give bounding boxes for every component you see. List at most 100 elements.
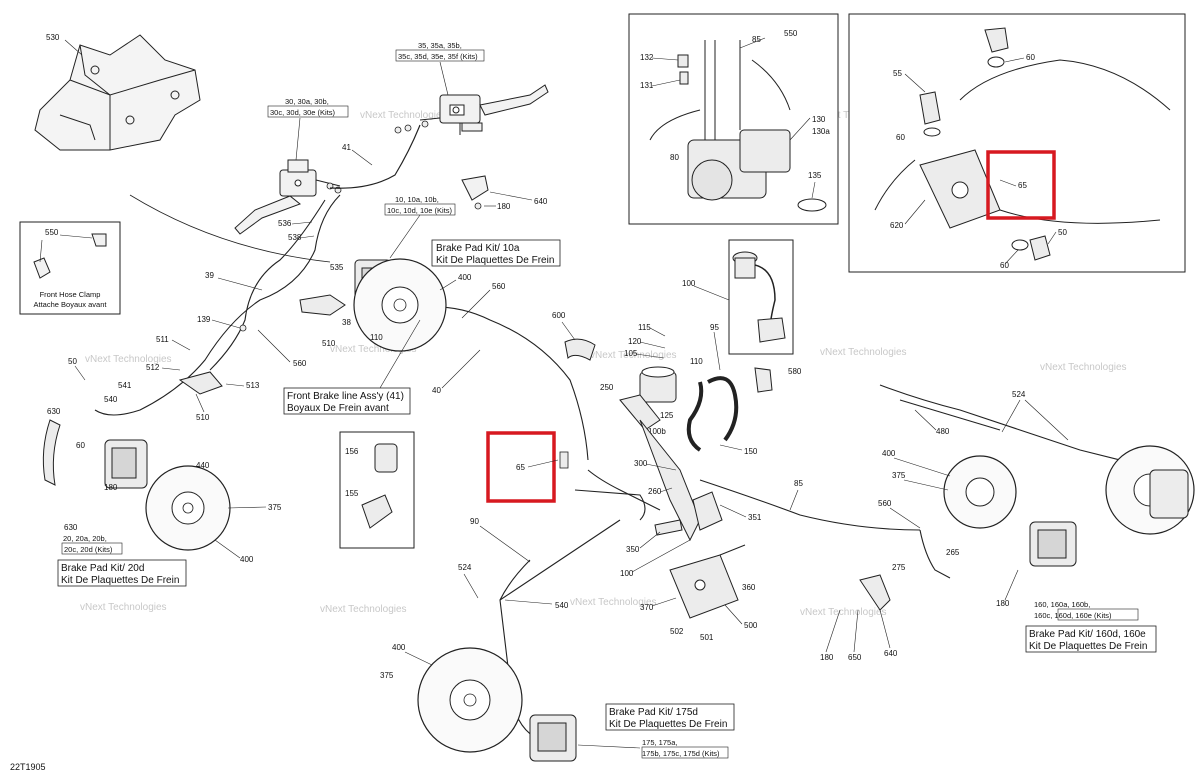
callout-c260: 260 (648, 487, 662, 496)
pedal-bracket-500 (669, 544, 746, 619)
pad-kit-10a-box: Brake Pad Kit/ 10a Kit De Plaquettes De … (431, 239, 561, 267)
callout-40: 40 (432, 386, 441, 395)
callout-watermark: vNext Technologies (320, 604, 407, 615)
fittings-41 (326, 120, 429, 194)
callout-c156: 156 (345, 447, 359, 456)
callout-c620: 620 (890, 221, 904, 230)
right-caliper (1029, 469, 1189, 567)
highlight-65-inset (986, 150, 1056, 220)
callout-pad_20d_1: Brake Pad Kit/ 20d (61, 563, 144, 574)
callout-pad_160_1: Brake Pad Kit/ 160d, 160e (1029, 629, 1146, 640)
callout-180-a: 180 (497, 202, 511, 211)
callout-c100b: 100 (620, 569, 634, 578)
callout-41: 41 (342, 143, 351, 152)
callout-440: 440 (196, 461, 210, 470)
callout-front_line_2: Boyaux De Frein avant (287, 403, 389, 414)
callout-watermark: vNext Technologies (590, 350, 677, 361)
callout-550: 550 (45, 228, 59, 237)
right-master-cylinder (419, 84, 549, 135)
callout-180-b: 180 (104, 483, 118, 492)
callout-c524b: 524 (1012, 390, 1026, 399)
callout-watermark: vNext Technologies (820, 347, 907, 358)
rotor-400-bottom (417, 647, 523, 753)
callout-530: 530 (46, 33, 60, 42)
callout-c560c: 560 (878, 499, 892, 508)
callout-c640b: 640 (884, 649, 898, 658)
callout-538: 538 (288, 233, 302, 242)
callout-160: 160, 160a, 160b, (1034, 600, 1090, 609)
callout-c125: 125 (660, 411, 674, 420)
callout-10: 10, 10a, 10b, (395, 195, 439, 204)
callout-c150: 150 (744, 447, 758, 456)
callout-watermark: vNext Technologies (80, 602, 167, 613)
callout-c65b: 65 (1018, 181, 1027, 190)
callout-513: 513 (246, 381, 260, 390)
callout-60-a: 60 (76, 441, 85, 450)
callout-c370: 370 (640, 603, 654, 612)
callout-30-kits: 30c, 30d, 30e (Kits) (270, 108, 336, 117)
callout-540-b: 540 (555, 601, 569, 610)
callout-c650: 650 (848, 653, 862, 662)
callout-c105: 105 (624, 349, 638, 358)
callout-50-a: 50 (68, 357, 77, 366)
callout-c131: 131 (640, 81, 654, 90)
parking-pedal (859, 574, 891, 611)
callout-watermark: vNext Technologies (360, 110, 447, 121)
callout-c65a: 65 (516, 463, 525, 472)
callout-c580: 580 (788, 367, 802, 376)
callout-c55: 55 (893, 69, 902, 78)
callout-512: 512 (146, 363, 160, 372)
callout-c265: 265 (946, 548, 960, 557)
callout-c100a: 100b (648, 427, 666, 436)
callout-c80: 80 (670, 153, 679, 162)
callout-20-kits: 20c, 20d (Kits) (64, 545, 113, 554)
left-master-cylinder (234, 159, 341, 235)
callout-38: 38 (342, 318, 351, 327)
callout-160-kits: 160c, 160d, 160e (Kits) (1034, 611, 1112, 620)
callout-175: 175, 175a, (642, 738, 677, 747)
callout-560-a: 560 (492, 282, 506, 291)
callout-c400c: 400 (882, 449, 896, 458)
callout-c155: 155 (345, 489, 359, 498)
callout-c132: 132 (640, 53, 654, 62)
callout-110-a: 110 (370, 333, 383, 342)
callout-c135: 135 (808, 171, 822, 180)
callout-c60c: 60 (896, 133, 905, 142)
callout-pad_10a_1: Brake Pad Kit/ 10a (436, 243, 520, 254)
callout-c60d: 60 (1000, 261, 1009, 270)
front-left-caliper (104, 439, 148, 489)
callout-watermark: vNext Technologies (570, 597, 657, 608)
callout-630-a: 630 (47, 407, 61, 416)
brake-line-41 (329, 124, 421, 189)
callout-c351: 351 (748, 513, 762, 522)
callout-400-b: 400 (240, 555, 254, 564)
callout-c250: 250 (600, 383, 614, 392)
cable-39 (94, 194, 341, 416)
callout-640-a: 640 (534, 197, 548, 206)
lever-640 (461, 175, 489, 201)
caliper-detail-inset: 60 55 60 620 50 60 65 (848, 13, 1186, 273)
callout-35-kits: 35c, 35d, 35e, 35f (Kits) (398, 52, 478, 61)
callout-510-b: 510 (196, 413, 210, 422)
callout-c100c: 100 (682, 279, 696, 288)
callout-c375b: 375 (892, 471, 906, 480)
callout-c480: 480 (936, 427, 950, 436)
callout-pad_10a_2: Kit De Plaquettes De Frein (436, 255, 554, 266)
callout-c180d: 180 (820, 653, 834, 662)
callout-c275: 275 (892, 563, 906, 572)
callout-20: 20, 20a, 20b, (63, 534, 107, 543)
callout-375-c: 375 (380, 671, 394, 680)
callout-c502: 502 (670, 627, 684, 636)
rear-line-540 (499, 559, 541, 741)
callout-c85a: 85 (794, 479, 803, 488)
abs-inset: 132 131 85 550 130 130a 80 135 (628, 13, 839, 225)
rear-master-cylinder (639, 366, 677, 403)
callout-c110b: 110 (690, 357, 703, 366)
callout-c300: 300 (634, 459, 648, 468)
callout-536: 536 (278, 219, 292, 228)
brake-pedal-arm (639, 419, 701, 542)
callout-39: 39 (205, 271, 214, 280)
callout-c500: 500 (744, 621, 758, 630)
clamp-title-en: Front Hose Clamp (40, 290, 101, 299)
